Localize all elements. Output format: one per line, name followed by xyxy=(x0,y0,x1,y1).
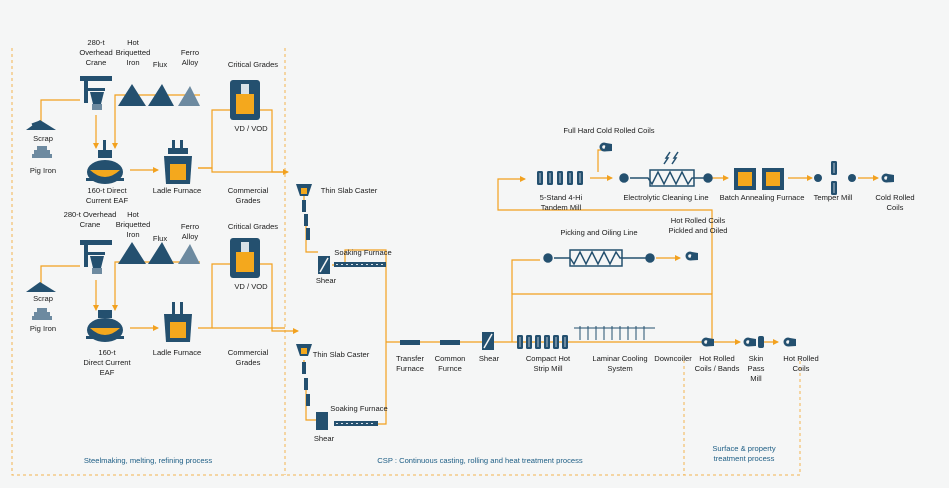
shear-icon-top xyxy=(318,256,330,274)
temper-mill-icon xyxy=(814,161,856,195)
label-ladle-top: Ladle Furnace xyxy=(152,186,202,195)
label-hr-pickled: Hot Rolled Coils Pickled and Oiled xyxy=(668,216,728,235)
label-pig-iron-bottom: Pig Iron xyxy=(29,324,57,333)
label-cold-coils: Cold Rolled Coils xyxy=(875,193,915,212)
pile-icons-top xyxy=(118,84,200,106)
label-flux-top: Flux xyxy=(152,60,168,69)
label-common: Common Furnce xyxy=(434,354,466,373)
pig-iron-icon-bottom xyxy=(32,308,52,320)
label-pickling: Picking and Oiling Line xyxy=(560,228,638,237)
label-ecl: Electrolytic Cleaning Line xyxy=(623,193,709,202)
section-surface: Surface & property treatment process xyxy=(712,444,776,463)
label-tandem: 5-Stand 4-Hi Tandem Mill xyxy=(539,193,583,212)
shear-icon-bottom xyxy=(316,412,328,430)
eaf-icon-bottom xyxy=(86,310,124,342)
soaking-furnace-icon-bottom xyxy=(334,421,378,426)
laminar-cooling-icon xyxy=(574,326,655,340)
label-commercial-bottom: Commercial Grades xyxy=(227,348,269,367)
label-shear-bottom: Shear xyxy=(313,434,335,443)
eaf-icon-top xyxy=(86,140,124,184)
hot-rolled-coils-icon xyxy=(783,337,796,347)
soaking-furnace-icon-top xyxy=(334,262,386,267)
main-shear-icon xyxy=(482,332,494,350)
label-eaf-top: 160-t Direct Current EAF xyxy=(85,186,129,205)
pickling-line-icon xyxy=(543,249,655,267)
label-soaking-top: Soaking Furnace xyxy=(334,248,392,257)
label-batch: Batch Annealing Furnace xyxy=(719,193,805,202)
section-csp: CSP : Continuous casting, rolling and he… xyxy=(377,456,583,465)
label-eaf-bottom: 160-t Direct Current EAF xyxy=(83,348,131,377)
label-hr-coils: Hot Rolled Coils xyxy=(783,354,819,373)
label-shear-top: Shear xyxy=(315,276,337,285)
label-shear-main: Shear xyxy=(478,354,500,363)
cold-rolled-coils-icon xyxy=(881,173,894,183)
pig-iron-icon-top xyxy=(32,146,52,158)
electrolytic-cleaning-icon xyxy=(619,151,713,187)
vd-vod-icon-bottom xyxy=(230,238,260,278)
full-hard-coils-icon xyxy=(599,142,612,152)
label-crane-bottom: 280-t Overhead Crane xyxy=(63,210,117,229)
transfer-furnace-icon xyxy=(400,340,420,345)
label-vd-vod-top: VD / VOD xyxy=(234,124,268,133)
label-ladle-bottom: Ladle Furnace xyxy=(152,348,202,357)
tandem-mill-icon xyxy=(537,171,583,185)
label-soaking-bottom: Soaking Furnace xyxy=(330,404,388,413)
thin-slab-caster-icon-bottom xyxy=(296,344,312,406)
label-downcoiler: Downcoiler xyxy=(654,354,692,363)
label-ferro-top: Ferro Alloy xyxy=(180,48,200,67)
skin-pass-mill-icon xyxy=(743,336,764,348)
batch-annealing-icon xyxy=(734,168,784,190)
crane-icon-top xyxy=(80,76,112,110)
label-compact: Compact Hot Strip Mill xyxy=(525,354,571,373)
pile-icons-bottom xyxy=(118,242,200,264)
downcoiler-icon xyxy=(701,337,714,347)
label-hbi-top: Hot Briquetted Iron xyxy=(115,38,151,67)
label-laminar: Laminar Cooling System xyxy=(592,354,648,373)
label-pig-iron-top: Pig Iron xyxy=(29,166,57,175)
label-transfer: Transfer Furnace xyxy=(396,354,424,373)
label-caster-top: Thin Slab Caster xyxy=(320,186,378,195)
label-skinpass: Skin Pass Mill xyxy=(747,354,765,383)
crane-icon-bottom xyxy=(80,240,112,274)
vd-vod-icon-top xyxy=(230,80,260,120)
label-commercial-top: Commercial Grades xyxy=(227,186,269,205)
label-ferro-bottom: Ferro Alloy xyxy=(180,222,200,241)
ladle-furnace-icon-top xyxy=(164,140,192,184)
hr-pickled-coils-icon xyxy=(685,251,698,261)
label-hbi-bottom: Hot Briquetted Iron xyxy=(115,210,151,239)
label-temper: Temper Mill xyxy=(813,193,853,202)
label-crane-top: 280-t Overhead Crane xyxy=(79,38,113,67)
thin-slab-caster-icon-top xyxy=(296,184,312,240)
label-hr-bands: Hot Rolled Coils / Bands xyxy=(694,354,740,373)
label-caster-bottom: Thin Slab Caster xyxy=(312,350,370,359)
label-full-hard: Full Hard Cold Rolled Coils xyxy=(563,126,655,135)
label-scrap-top: Scrap xyxy=(33,134,53,143)
label-critical-grades-bottom: Critical Grades xyxy=(227,222,279,231)
section-steelmaking: Steelmaking, melting, refining process xyxy=(83,456,213,465)
common-furnace-icon xyxy=(440,340,460,345)
section-boundaries xyxy=(11,48,801,476)
label-critical-grades-top: Critical Grades xyxy=(227,60,279,69)
label-flux-bottom: Flux xyxy=(152,234,168,243)
ladle-furnace-icon-bottom xyxy=(164,302,192,342)
scrap-pile-icon-top xyxy=(26,120,56,130)
label-scrap-bottom: Scrap xyxy=(33,294,53,303)
scrap-pile-icon-bottom xyxy=(26,282,56,292)
label-vd-vod-bottom: VD / VOD xyxy=(234,282,268,291)
